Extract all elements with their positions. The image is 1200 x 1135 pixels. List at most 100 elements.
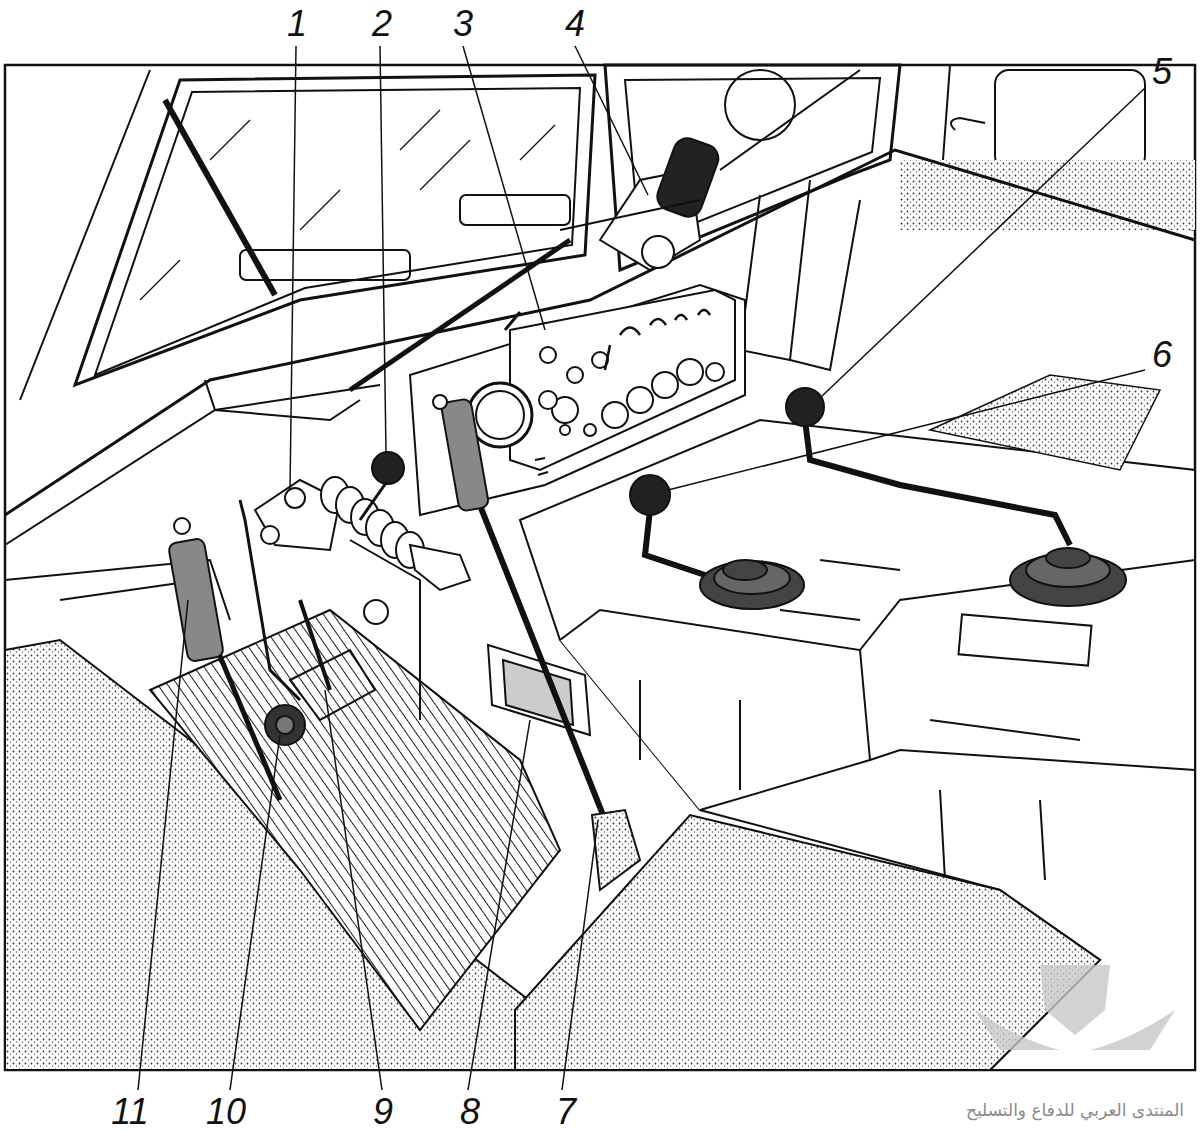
watermark-logo xyxy=(975,1010,1060,1050)
cab-structure xyxy=(210,120,250,160)
control-mechanism xyxy=(364,600,388,624)
cab-structure xyxy=(5,65,1195,1070)
heater-unit xyxy=(560,200,700,230)
cab-structure xyxy=(165,100,275,295)
cab-structure xyxy=(995,70,1145,170)
control-mechanism xyxy=(261,526,279,544)
instrument-panel xyxy=(602,402,628,428)
instrument-panel xyxy=(539,347,724,436)
control-mechanism xyxy=(321,477,424,568)
leader-lines xyxy=(562,820,598,1090)
leader-lines xyxy=(138,46,1145,1090)
instrument-panel xyxy=(410,285,745,515)
hatch-cover xyxy=(930,375,1160,470)
control-mechanism xyxy=(372,452,404,484)
cab-structure xyxy=(790,180,860,370)
cab-structure xyxy=(205,380,360,420)
cab-structure xyxy=(95,88,580,375)
watermark: المنتدى العربي للدفاع والتسليح xyxy=(966,1100,1184,1120)
cab-structure xyxy=(725,70,795,140)
engine-cover xyxy=(639,680,641,760)
instrument-panel xyxy=(510,290,735,470)
cab-structure xyxy=(420,140,470,190)
instrument-panel xyxy=(535,458,545,460)
leader-lines xyxy=(290,46,296,490)
lever xyxy=(700,561,804,609)
watermark-logo xyxy=(1040,965,1110,1035)
instrument-panel xyxy=(605,345,610,370)
callout-number: 3 xyxy=(453,6,473,42)
watermark-logo xyxy=(975,965,1175,1050)
cab-structure xyxy=(400,110,440,150)
lever xyxy=(805,420,1070,545)
pedal xyxy=(265,705,305,745)
cab-structure xyxy=(140,260,180,300)
instrument-panel xyxy=(538,472,548,475)
cab-structure xyxy=(460,195,570,225)
lever xyxy=(786,388,1126,606)
instrument-panel xyxy=(540,347,556,363)
leader-lines xyxy=(230,735,280,1090)
engine-cover xyxy=(1040,800,1045,880)
cab-structure xyxy=(951,118,985,130)
cab-structure xyxy=(300,190,340,230)
cab-structure xyxy=(520,125,555,160)
engine-cover xyxy=(870,750,1195,770)
instrument-panel xyxy=(677,359,703,385)
callout-number: 2 xyxy=(372,6,392,42)
callout-number: 6 xyxy=(1152,337,1172,373)
instrument-panel xyxy=(567,367,583,383)
instrument-panel xyxy=(505,312,520,330)
leader-lines xyxy=(575,46,648,195)
engine-cover xyxy=(930,720,1080,740)
instrument-panel xyxy=(706,363,724,381)
pedal xyxy=(276,716,294,734)
instrument-panel xyxy=(652,372,678,398)
callout-number: 1 xyxy=(287,6,307,42)
watermark-logo xyxy=(1090,1010,1175,1050)
cab-structure xyxy=(240,250,410,280)
pedal xyxy=(265,600,375,745)
instrument-panel xyxy=(476,391,524,439)
control-mechanism xyxy=(285,488,305,508)
pedal xyxy=(300,600,330,690)
instrument-panel xyxy=(620,328,640,336)
instrument-panel xyxy=(698,310,710,315)
instrument-panel xyxy=(605,310,710,370)
lever xyxy=(630,475,670,515)
callout-number: 8 xyxy=(460,1094,480,1130)
lever xyxy=(168,538,224,662)
lever xyxy=(786,388,824,426)
cab-structure xyxy=(605,65,900,270)
control-mechanism xyxy=(240,452,470,720)
lever xyxy=(630,475,804,609)
leader-lines xyxy=(463,46,545,330)
heater-unit xyxy=(560,134,722,270)
callout-number: 7 xyxy=(556,1094,576,1130)
engine-cover xyxy=(560,610,870,810)
cab-structure xyxy=(20,70,150,400)
instrument-panel xyxy=(410,285,745,515)
callout-number: 9 xyxy=(373,1094,393,1130)
lever xyxy=(441,398,490,512)
lever xyxy=(174,518,190,534)
callout-number: 5 xyxy=(1152,54,1172,90)
heater-unit xyxy=(642,236,674,268)
leader-lines xyxy=(325,690,382,1090)
control-mechanism xyxy=(240,500,300,700)
cab-structure xyxy=(740,195,790,360)
leader-lines xyxy=(820,88,1145,398)
engine-cover xyxy=(959,614,1092,665)
leader-lines xyxy=(668,370,1145,490)
engine-cover xyxy=(940,790,945,880)
lever xyxy=(592,810,640,890)
lever xyxy=(168,518,280,800)
cab-structure xyxy=(720,70,860,170)
lever xyxy=(1046,548,1090,568)
leader-lines xyxy=(138,600,188,1090)
instrument-panel xyxy=(675,315,687,320)
cab-structure xyxy=(5,65,1195,1070)
lever xyxy=(433,395,447,409)
